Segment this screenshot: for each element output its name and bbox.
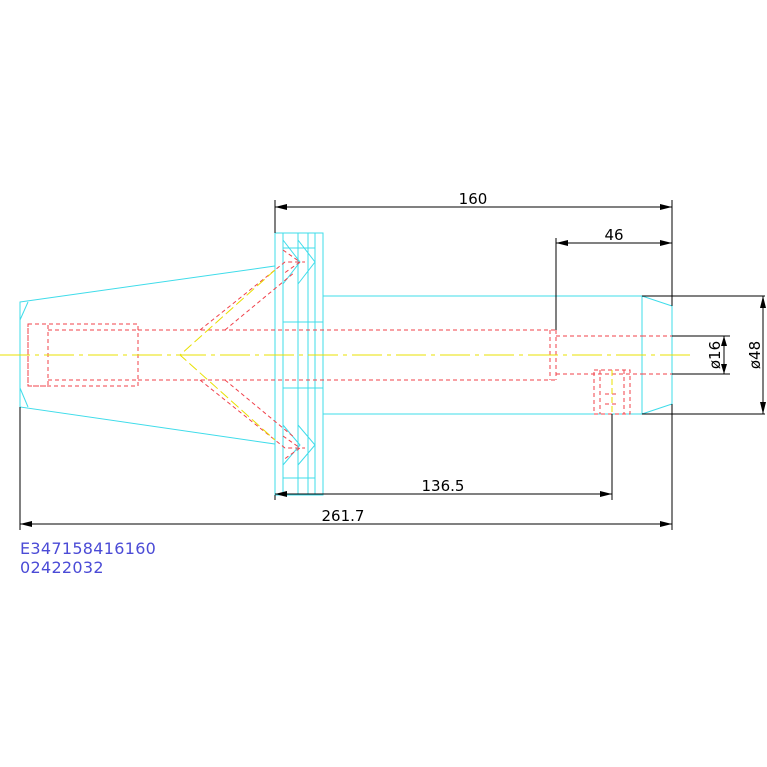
dim-label-261-7: 261.7 [322, 507, 365, 525]
part-code-line1: E347158416160 [20, 539, 157, 558]
dim-label-d16: ø16 [706, 341, 724, 369]
hidden-lines [27, 249, 672, 461]
dim-label-d48: ø48 [746, 341, 764, 369]
part-code-line2: 02422032 [20, 558, 104, 577]
dim-label-136-5: 136.5 [422, 477, 465, 495]
dim-label-46: 46 [604, 226, 623, 244]
dimension-labels: 160 46 136.5 261.7 ø16 ø48 [322, 190, 764, 525]
center-lines [0, 269, 690, 441]
dimension-lines [19, 200, 765, 530]
dimension-arrowheads [20, 204, 766, 527]
dim-label-160: 160 [459, 190, 488, 208]
